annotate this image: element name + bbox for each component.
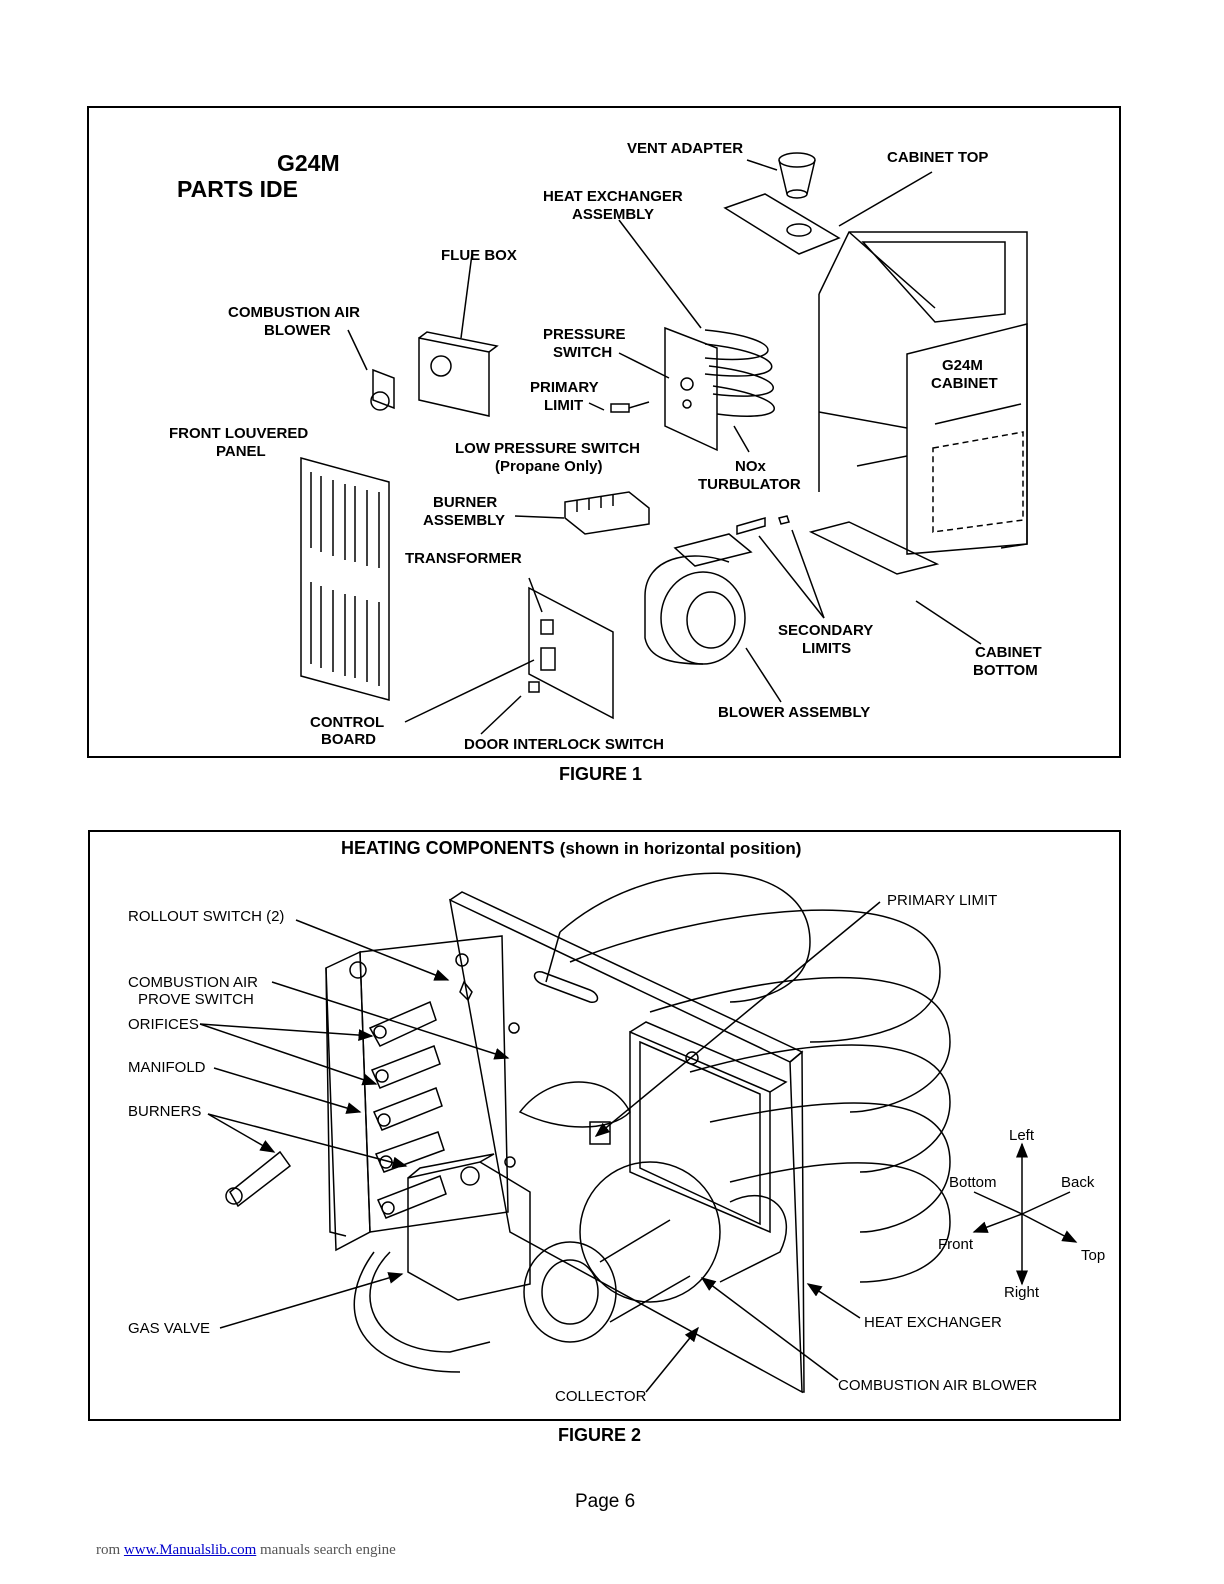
label-combustion-air-blower-line2: BLOWER [264,322,331,339]
footer-link[interactable]: www.Manualslib.com [123,1542,257,1558]
label-g24m-cabinet-line1: G24M [942,357,983,374]
label-combustion-prove-line1: COMBUSTION AIR [128,974,259,991]
label-low-pressure-switch-line1: LOW PRESSURE SWITCH [455,440,641,457]
label-combustion-prove-line2: PROVE SWITCH [138,991,254,1008]
compass-right: Right [1004,1284,1040,1301]
figure-1-frame: G24M PARTS IDE VENT ADAPTER CABINET TOP … [87,106,1121,758]
label-secondary-limits-line1: SECONDARY [778,622,874,639]
label-rollout-switch: ROLLOUT SWITCH (2) [128,908,285,925]
label-blower-assembly: BLOWER ASSEMBLY [718,704,871,721]
label-heat-exchanger: HEAT EXCHANGER [864,1314,1002,1331]
label-low-pressure-switch-line2: (Propane Only) [495,458,603,475]
label-front-louvered-line1: FRONT LOUVERED [169,425,309,442]
label-burner-assembly-line2: ASSEMBLY [423,512,505,529]
figure-1-title-model: G24M [277,150,340,176]
label-orifices: ORIFICES [128,1016,199,1033]
label-nox-line1: NOx [735,458,766,475]
compass-left: Left [1009,1127,1035,1144]
label-g24m-cabinet-line2: CABINET [931,375,998,392]
label-flue-box: FLUE BOX [441,247,517,264]
label-nox-line2: TURBULATOR [698,476,801,493]
label-combustion-air-blower-line1: COMBUSTION AIR [228,304,360,321]
compass-front: Front [938,1236,974,1253]
label-heat-exchanger-line1: HEAT EXCHANGER [543,188,683,205]
label-pressure-switch-line1: PRESSURE [543,326,626,343]
label-combustion-air-blower: COMBUSTION AIR BLOWER [838,1377,1038,1394]
label-control-board-line1: CONTROL [310,714,385,731]
label-cabinet-bottom-line1: CABINET [975,644,1042,661]
label-primary-limit: PRIMARY LIMIT [887,892,998,909]
label-cabinet-top: CABINET TOP [887,149,989,166]
figure-2-title-rest: (shown in horizontal position) [559,839,802,858]
label-transformer: TRANSFORMER [405,550,522,567]
label-collector: COLLECTOR [555,1388,647,1405]
footer-prefix: rom [96,1542,121,1558]
compass-bottom: Bottom [949,1174,997,1191]
label-burner-assembly-line1: BURNER [433,494,498,511]
label-vent-adapter: VENT ADAPTER [627,140,744,157]
figure-2-title: HEATING COMPONENTS (shown in horizontal … [341,838,801,859]
figure-2-caption: FIGURE 2 [558,1425,642,1445]
figure-1-title-parts: PARTS IDE [177,176,298,202]
label-cabinet-bottom-line2: BOTTOM [973,662,1038,679]
source-footer: rom www.Manualslib.com manuals search en… [96,1542,396,1559]
label-burners: BURNERS [128,1103,202,1120]
label-gas-valve: GAS VALVE [128,1320,210,1337]
label-pressure-switch-line2: SWITCH [553,344,613,361]
figure-1-caption: FIGURE 1 [559,764,643,784]
figure-1-parts-illustration [300,152,1028,735]
label-heat-exchanger-line2: ASSEMBLY [572,206,654,223]
figure-2-title-bold: HEATING COMPONENTS [341,838,555,858]
page-number: Page 6 [575,1491,636,1512]
figure-2-heating-components-illustration [199,872,1078,1394]
label-door-interlock-switch: DOOR INTERLOCK SWITCH [464,736,664,753]
label-secondary-limits-line2: LIMITS [802,640,852,657]
footer-suffix: manuals search engine [260,1542,396,1558]
figure-2-frame: HEATING COMPONENTS (shown in horizontal … [88,830,1121,1421]
label-control-board-line2: BOARD [321,731,376,748]
compass-back: Back [1061,1174,1095,1191]
label-primary-limit-line1: PRIMARY [530,379,599,396]
compass-top: Top [1081,1247,1106,1264]
label-manifold: MANIFOLD [128,1059,206,1076]
label-front-louvered-line2: PANEL [216,443,266,460]
label-primary-limit-line2: LIMIT [544,397,584,414]
